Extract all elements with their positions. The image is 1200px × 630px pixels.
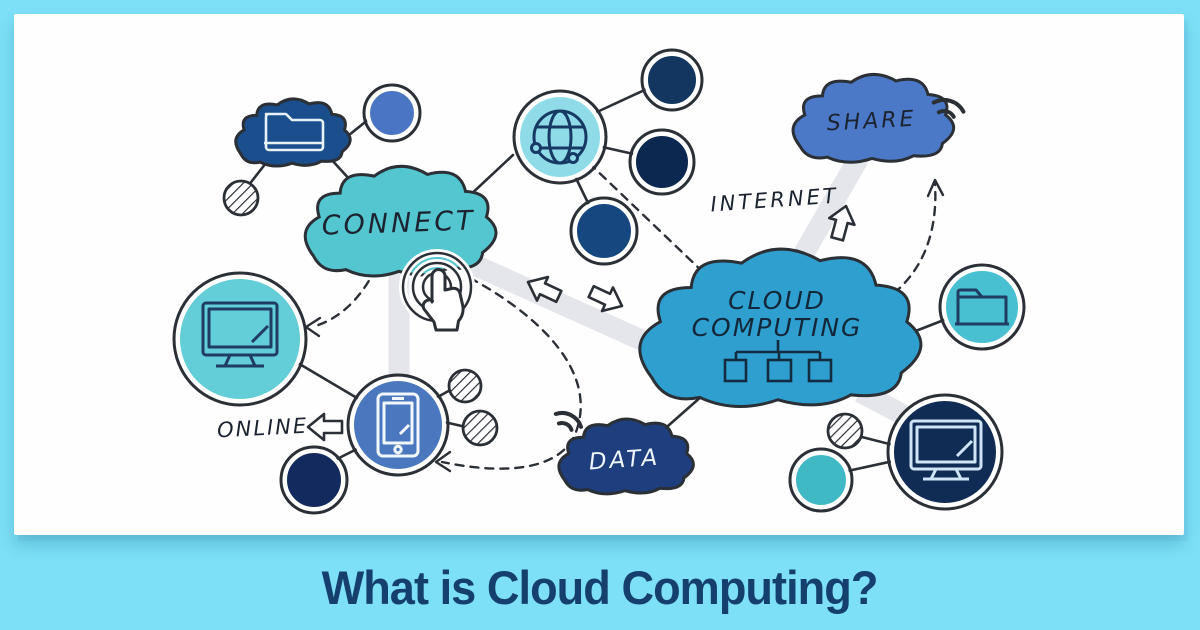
title-bar: What is Cloud Computing?	[0, 552, 1200, 622]
folder-node	[938, 263, 1026, 351]
cloud-computing-label-line2: COMPUTING	[692, 313, 863, 342]
hatched-node	[447, 368, 483, 404]
share-cloud: SHARE	[791, 73, 955, 164]
folder-icon	[264, 112, 325, 152]
connect-label: CONNECT	[321, 205, 476, 241]
share-label: SHARE	[826, 107, 917, 137]
folder-cloud	[234, 98, 352, 167]
globe-node	[512, 89, 608, 185]
wifi-icon	[553, 411, 584, 432]
cloud-computing-cloud: CLOUD COMPUTING	[640, 249, 921, 406]
page-title: What is Cloud Computing?	[322, 560, 879, 614]
arrow-online-icon	[306, 412, 344, 442]
smartphone-icon	[376, 392, 420, 458]
online-label: ONLINE	[217, 414, 309, 443]
monitor-icon	[909, 419, 983, 481]
data-label: DATA	[588, 445, 661, 476]
dark-navy-node	[628, 128, 696, 196]
network-icon	[723, 340, 833, 383]
hatched-node	[826, 412, 864, 450]
royal-blue-node	[362, 83, 422, 143]
navy-node-bottom-left	[279, 445, 349, 515]
hatched-node	[461, 409, 499, 447]
smartphone-node	[346, 373, 450, 477]
cloud-computing-label-line1: CLOUD	[728, 286, 826, 315]
hatched-node	[222, 179, 260, 217]
globe-icon	[530, 109, 588, 165]
monitor-node-left	[172, 271, 308, 407]
navy-node-mid	[569, 196, 639, 266]
monitor-node-right	[886, 393, 1004, 511]
tap-hand-icon	[399, 249, 475, 332]
teal-node-small	[788, 447, 854, 513]
folder-icon	[955, 288, 1009, 326]
navy-node-top	[640, 48, 704, 112]
data-cloud: DATA	[557, 417, 695, 495]
connect-cloud: CONNECT	[303, 164, 498, 278]
monitor-icon	[201, 301, 279, 368]
wifi-icon	[931, 98, 966, 119]
